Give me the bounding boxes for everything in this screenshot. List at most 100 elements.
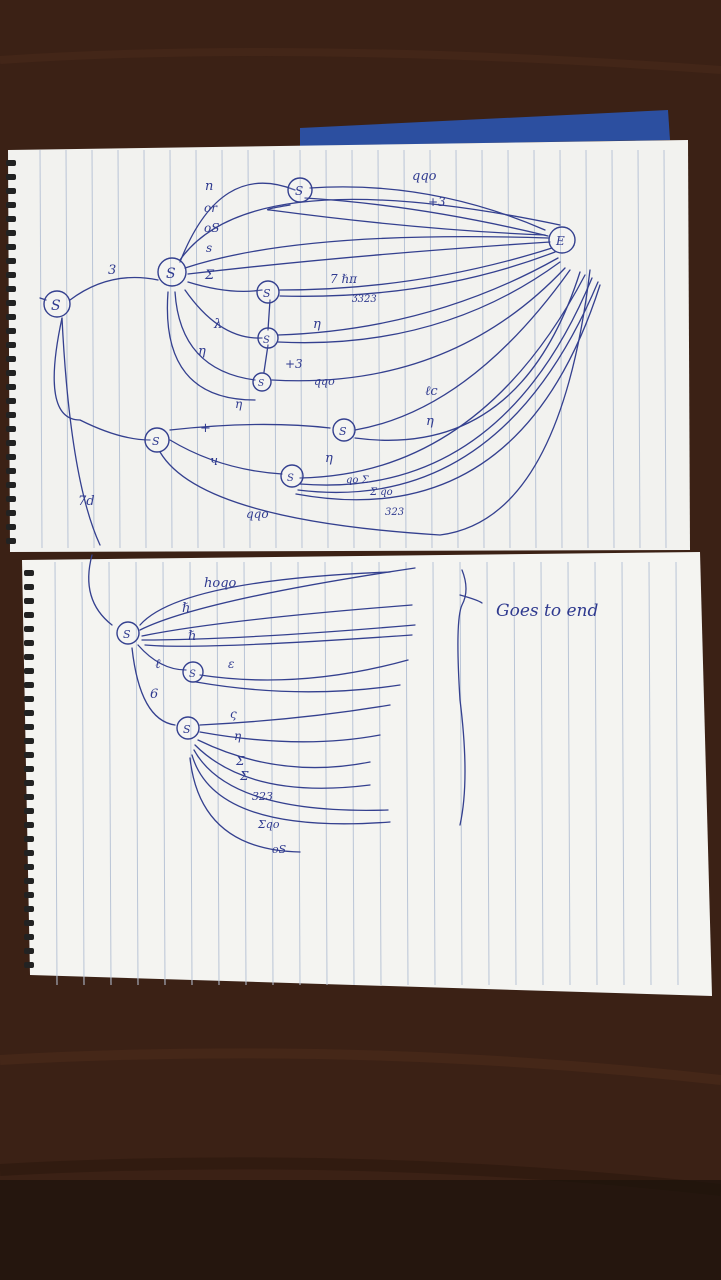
edge xyxy=(277,261,561,344)
bottom-page xyxy=(22,552,712,996)
spiral-hole xyxy=(6,412,16,418)
edge-label: η xyxy=(325,451,333,466)
node-label: S xyxy=(189,669,196,680)
spiral-hole xyxy=(6,370,16,376)
edge-label: 3 xyxy=(108,263,116,278)
edge-label: 7 ℏπ xyxy=(330,272,358,286)
rule-line xyxy=(540,561,544,986)
edge-label: 7d xyxy=(78,494,95,509)
spiral-hole xyxy=(24,668,34,674)
edge-label: η xyxy=(198,344,206,359)
node-label: E xyxy=(555,234,565,248)
edge-label: ч xyxy=(210,454,218,469)
edge xyxy=(189,757,301,853)
edge xyxy=(184,289,263,339)
spiral-hole xyxy=(6,342,16,348)
spiral-hole xyxy=(24,892,34,898)
rule-line xyxy=(297,561,301,986)
spiral-hole xyxy=(24,626,34,632)
spiral-hole xyxy=(6,230,16,236)
spiral-hole xyxy=(24,850,34,856)
spiral-hole xyxy=(6,440,16,446)
rule-line xyxy=(39,149,43,549)
spiral-hole xyxy=(24,612,34,618)
rule-line xyxy=(648,561,652,986)
top-diagram: S S S S S S S S S E 3 n or oS s Σ λ η + … xyxy=(39,169,601,546)
spiral-hole xyxy=(24,794,34,800)
edge-label: qqo xyxy=(314,375,335,388)
rule-line xyxy=(637,149,641,549)
spiral-hole xyxy=(6,202,16,208)
edge-label: + xyxy=(200,421,211,436)
edge xyxy=(354,271,581,441)
spiral-hole xyxy=(6,356,16,362)
edge-label: η xyxy=(234,729,242,743)
node xyxy=(116,621,140,645)
edge-label: Σqo xyxy=(257,818,280,831)
edge xyxy=(354,269,571,431)
node xyxy=(144,427,170,453)
node-label: S xyxy=(152,435,160,448)
edge xyxy=(166,291,256,401)
node xyxy=(252,372,272,392)
spiral-hole xyxy=(6,398,16,404)
edge xyxy=(141,624,416,641)
node-label: S xyxy=(123,628,131,641)
edge-label: oS xyxy=(204,221,219,235)
spiral-hole xyxy=(6,454,16,460)
edge-label: Σ xyxy=(235,754,245,768)
spiral-hole xyxy=(24,878,34,884)
spiral-hole xyxy=(24,682,34,688)
edge xyxy=(184,235,549,269)
spiral-hole xyxy=(6,160,16,166)
rule-line xyxy=(675,561,679,986)
edge-label: η xyxy=(313,317,321,332)
spiral-hole xyxy=(24,962,34,968)
edge-label: Σ xyxy=(239,769,249,783)
node xyxy=(182,661,204,683)
rule-line xyxy=(432,561,436,986)
notebook-cover-edge xyxy=(300,110,670,146)
edge-label: 323 xyxy=(252,790,273,803)
rule-line xyxy=(65,149,69,549)
spiral-hole xyxy=(24,654,34,660)
edge-label: Σ qo xyxy=(369,487,393,498)
spiral-hole xyxy=(6,272,16,278)
rule-line xyxy=(351,561,355,986)
spiral-hole xyxy=(6,496,16,502)
node xyxy=(257,327,279,349)
rule-line xyxy=(243,561,247,986)
rule-line xyxy=(273,149,277,549)
spiral-hole xyxy=(6,286,16,292)
rule-line xyxy=(189,561,193,986)
spiral-hole xyxy=(6,328,16,334)
rule-line xyxy=(559,149,563,549)
spiral-hole xyxy=(6,174,16,180)
edge xyxy=(199,659,409,681)
rule-line xyxy=(247,149,251,549)
edge-label: or xyxy=(204,201,218,215)
bracket xyxy=(457,569,467,826)
rule-line xyxy=(663,149,667,549)
bottom-diagram: S S S hoqo ℏ ℏ ℓ 6 ɛ ς η Σ Σ 323 Σqo oS … xyxy=(88,554,598,856)
spiral-hole xyxy=(24,724,34,730)
rule-line xyxy=(621,561,625,986)
spiral-hole xyxy=(6,510,16,516)
spiral-hole xyxy=(6,482,16,488)
spiral-hole xyxy=(24,640,34,646)
rule-line xyxy=(325,149,329,549)
edge xyxy=(199,731,381,743)
rule-line xyxy=(403,149,407,549)
rule-line xyxy=(513,561,517,986)
edge xyxy=(88,554,113,626)
edge xyxy=(169,439,283,475)
rule-line xyxy=(195,149,199,549)
edge xyxy=(174,291,256,381)
spiral-hole xyxy=(24,822,34,828)
spiral-hole xyxy=(6,468,16,474)
spiral-hole xyxy=(24,836,34,842)
edge xyxy=(53,317,151,441)
spiral-hole xyxy=(6,300,16,306)
edge xyxy=(179,182,296,263)
